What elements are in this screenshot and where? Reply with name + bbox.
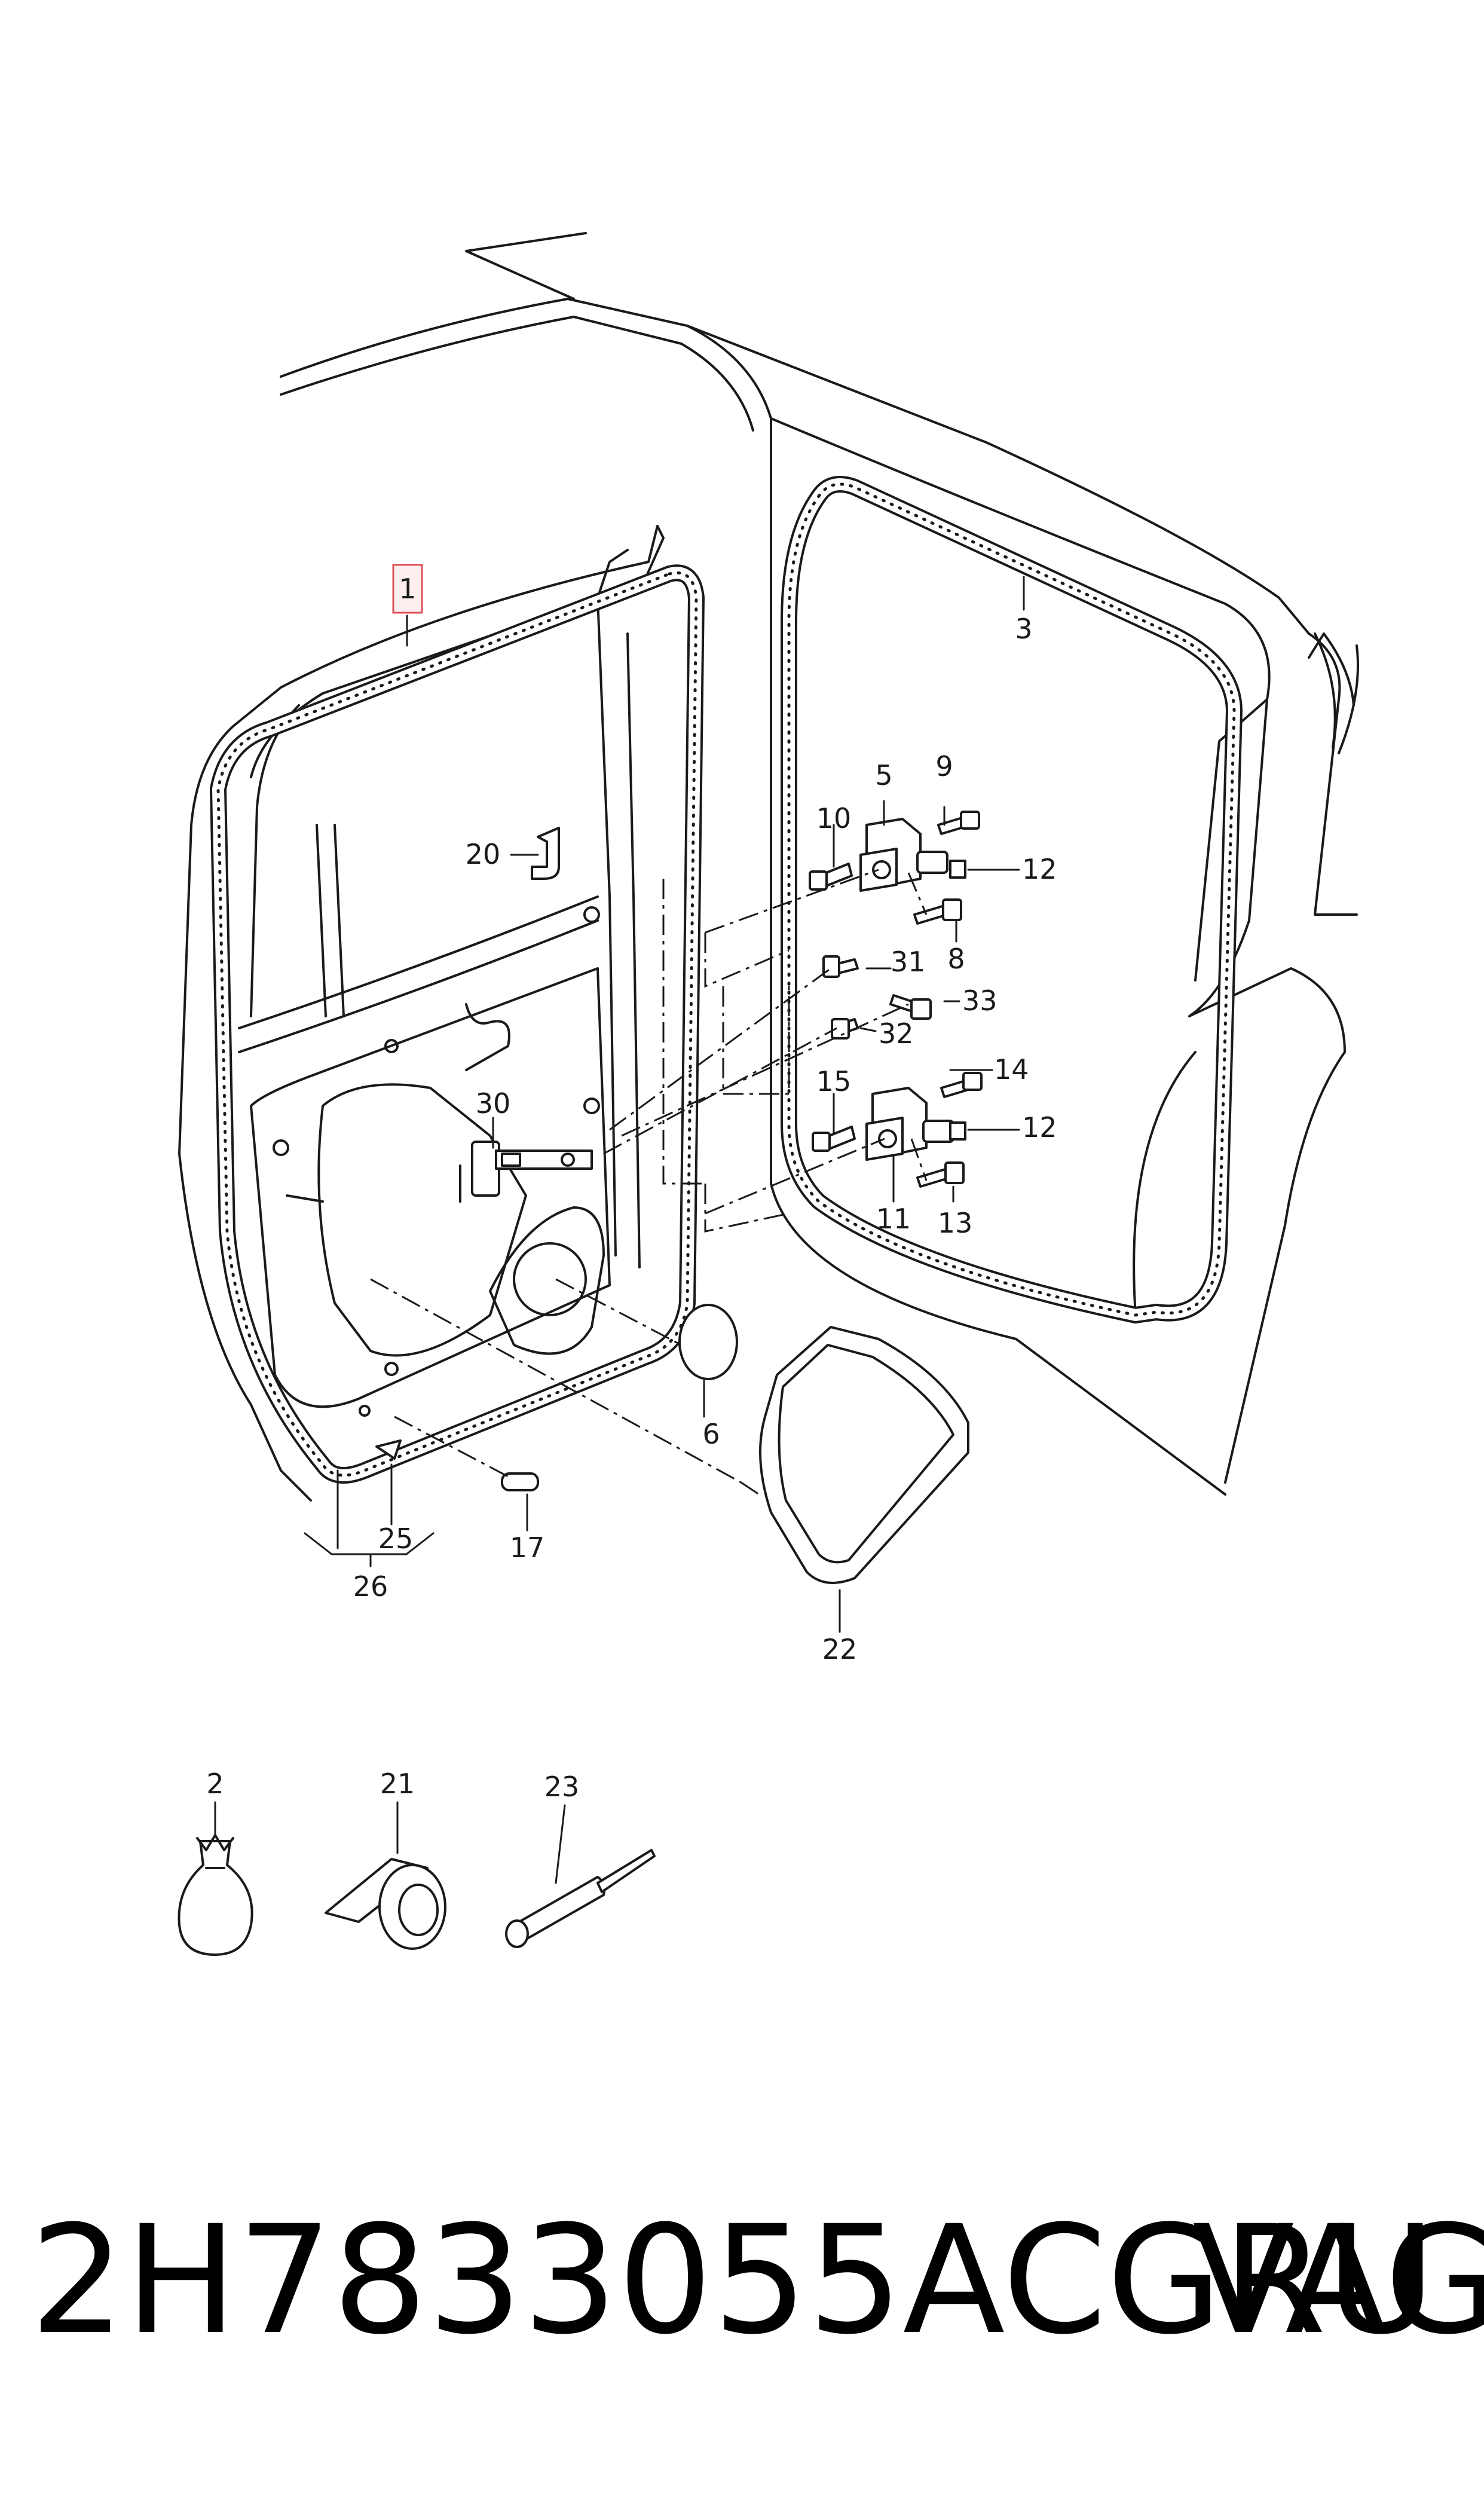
callout-12-upper: 12 [1022,853,1057,885]
alignment-lines [370,869,928,1496]
callout-20: 20 [466,838,501,870]
callout-17: 17 [510,1531,545,1564]
door-exploded-view: 1 3 5 9 10 12 8 31 33 32 14 15 12 11 13 … [178,232,1359,1956]
callout-32: 32 [879,1017,914,1050]
part-22-membrane [759,1326,969,1584]
part-23-applicator [505,1804,656,1948]
part-6-plug [678,1304,738,1380]
callout-13: 13 [938,1207,973,1239]
callout-5: 5 [875,759,892,791]
callout-2: 2 [206,1768,224,1800]
part-2-grease-bag [178,1801,253,1956]
callout-23: 23 [544,1771,580,1803]
callout-15: 15 [816,1065,852,1097]
callout-6: 6 [702,1418,720,1450]
part-25-clip [375,1439,402,1460]
callout-9: 9 [935,750,953,782]
callout-1: 1 [399,573,416,605]
callout-33: 33 [962,985,998,1017]
callout-labels: 1 3 5 9 10 12 8 31 33 32 14 15 12 11 13 … [206,573,1057,1803]
callout-14: 14 [994,1053,1029,1086]
callout-21: 21 [380,1768,415,1800]
callout-12-lower: 12 [1022,1111,1057,1144]
callout-31: 31 [891,946,926,978]
callout-8: 8 [947,943,965,975]
leader-lines [304,576,1025,1633]
bolts [809,811,983,1188]
callout-30: 30 [476,1087,511,1120]
label-1-highlight [392,564,423,614]
part-20-clip [531,827,560,880]
callout-26: 26 [353,1570,388,1603]
footer-part-number: 2H7833055ACGRU [30,2193,1436,2367]
part-22-membrane-inner [778,1344,954,1564]
part-17-cap [501,1472,539,1491]
inner-door-panel [250,906,611,1417]
callout-25: 25 [378,1523,414,1555]
footer-brand: VAG [1192,2193,1484,2367]
lower-hinge-11 [865,1087,966,1161]
callout-3: 3 [1015,613,1032,645]
callout-22: 22 [822,1633,858,1665]
part-30-check-strap [471,1141,593,1197]
callout-10: 10 [816,802,852,834]
part-21-adhesive-tape [325,1801,446,1950]
body-door-seal [781,476,1243,1324]
vehicle-body-outline [280,232,1359,1496]
upper-hinge-5 [859,818,966,892]
door-seal [209,564,705,1484]
callout-11: 11 [876,1203,911,1235]
